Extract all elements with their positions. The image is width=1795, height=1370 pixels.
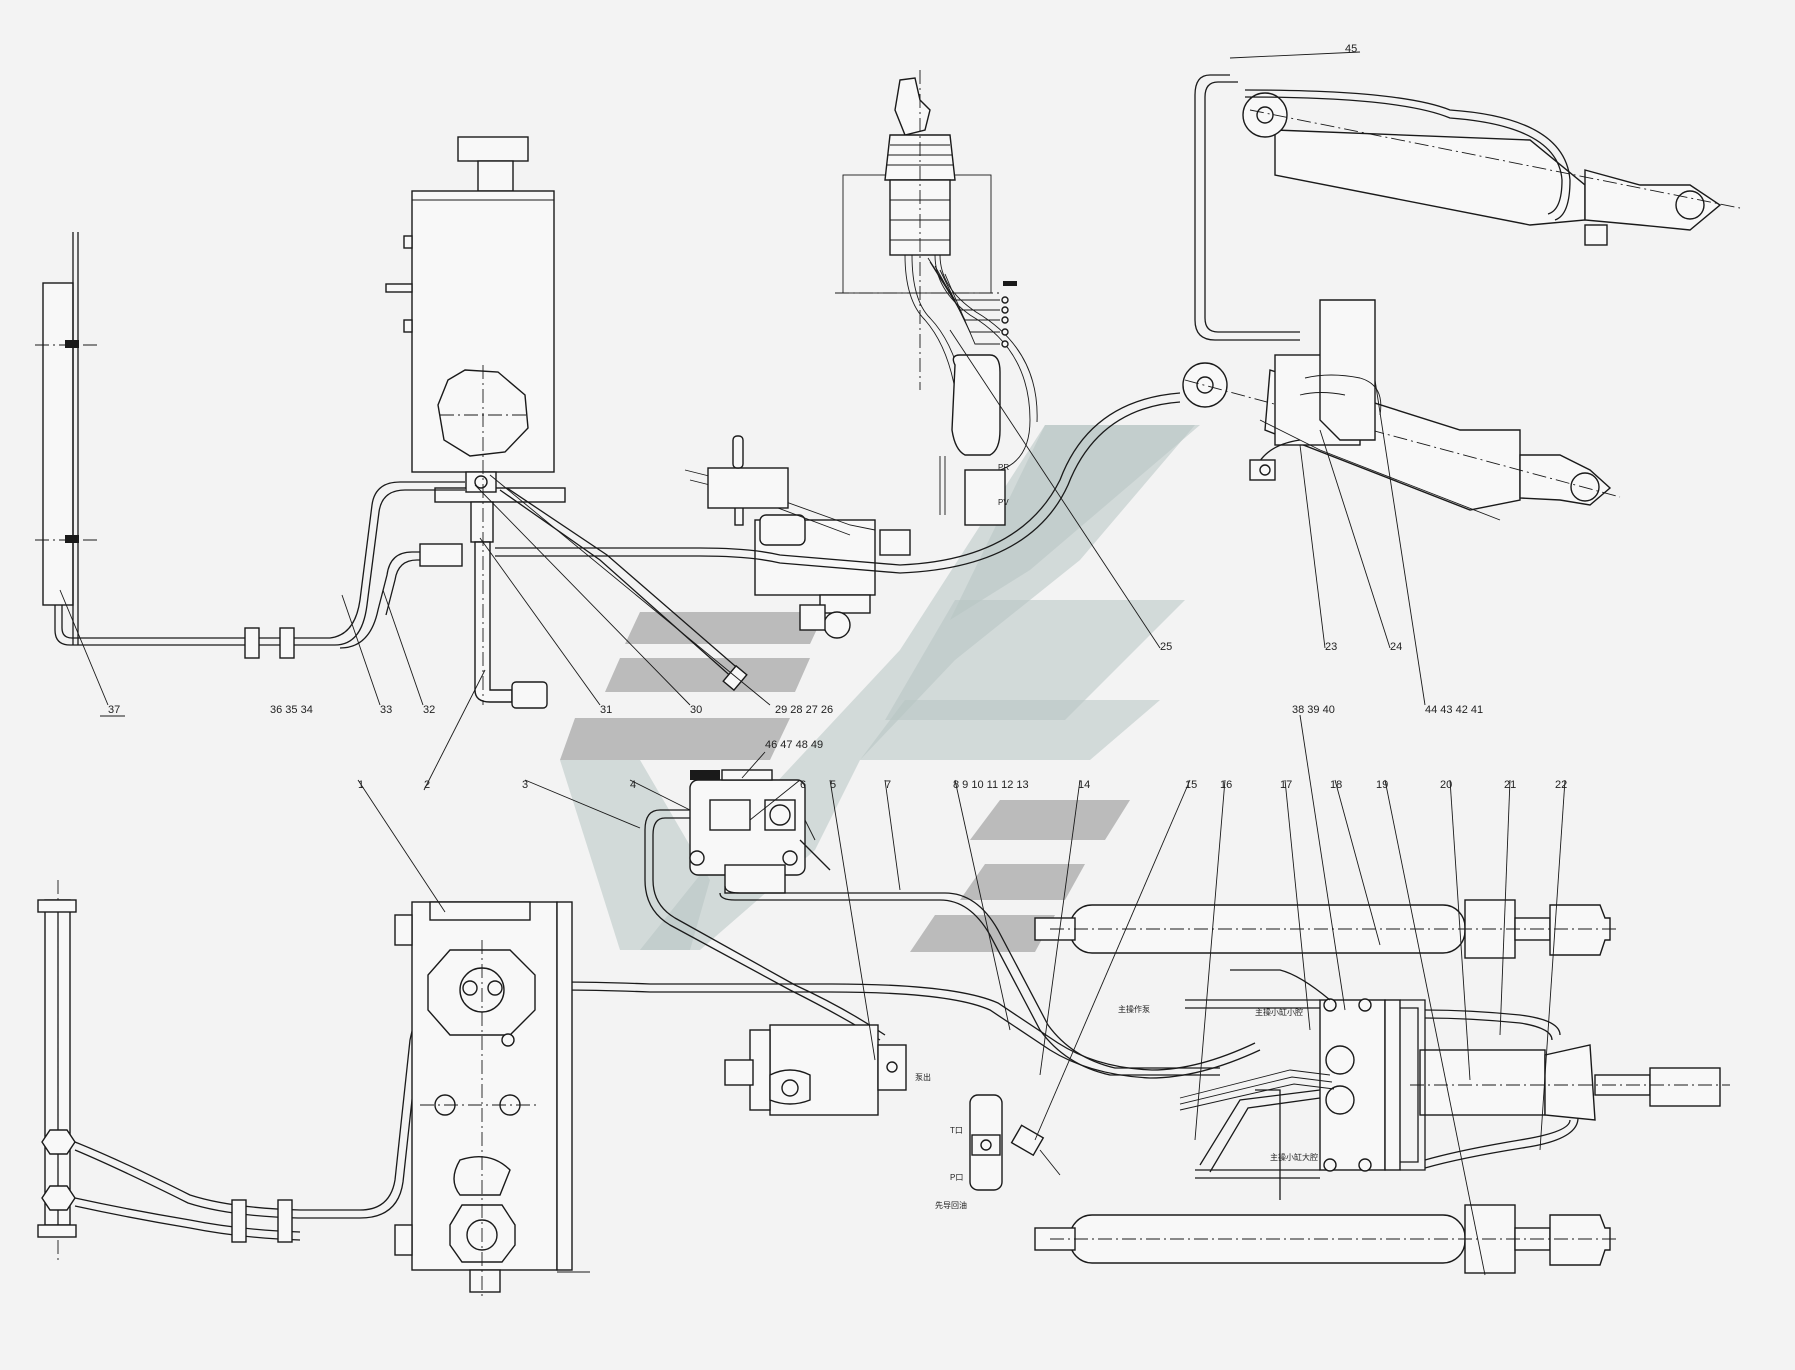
pump-note: 泵出 [915,1072,931,1082]
multi-way-valve [689,769,816,894]
hydraulic-tank-bottom [394,901,590,1300]
callout-33: 33 [380,704,392,716]
main-pump-note: 主操作泵 [1118,1004,1150,1014]
valve-lines [559,809,1261,1079]
steering-cylinder [1410,1044,1730,1121]
bottom-return-lines [74,989,451,1243]
top-cooler-panel [35,232,245,646]
callout-19: 19 [1376,779,1388,791]
callout-2: 2 [424,779,430,791]
leader-lines [59,329,1566,1276]
callout-22: 22 [1555,779,1567,791]
lift-cylinder-lower [1034,1204,1620,1274]
p-port-label: P口 [950,1173,963,1182]
big-cyl-note: 主操小缸大腔 [1270,1152,1318,1162]
callout-23: 23 [1325,641,1337,653]
main-pump-group [684,435,911,639]
callout-5: 5 [830,779,836,791]
upper-boom-cylinder [1194,51,1741,341]
callout-1: 1 [358,779,364,791]
callout-labels: 37 36 35 34 33 32 31 30 29 28 27 26 25 2… [100,43,1567,1014]
watermark-logo [560,425,1200,952]
callout-6: 6 [800,779,806,791]
lower-boom-cylinder [1182,299,1621,521]
callout-16: 16 [1220,779,1232,791]
callout-37: 37 [108,704,120,716]
tank-suction-lines [244,481,465,659]
t-port-label: T口 [950,1126,963,1135]
small-cyl-note: 主操小缸小腔 [1255,1007,1303,1017]
callout-46-49: 46 47 48 49 [765,739,823,751]
callout-20: 20 [1440,779,1452,791]
bottom-cooler-frame [37,880,77,1260]
hydraulic-tank-top [385,136,566,709]
callout-21: 21 [1504,779,1516,791]
callout-38-40: 38 39 40 [1292,704,1335,716]
callout-24: 24 [1390,641,1402,653]
travel-motor: 泵出 [724,1024,931,1116]
callout-17: 17 [1280,779,1292,791]
callout-25: 25 [1160,641,1172,653]
drain-note: 先导回油 [935,1200,967,1210]
pr-label: PR [998,463,1009,472]
callout-36-34: 36 35 34 [270,704,313,716]
callout-8-13: 8 9 10 11 12 13 [953,779,1029,791]
callout-45: 45 [1345,43,1357,55]
lift-cylinder-upper [1034,899,1620,959]
pilot-valve-small: T口 P口 先导回油 [935,1094,1061,1210]
callout-14: 14 [1078,779,1090,791]
callout-3: 3 [522,779,528,791]
callout-30: 30 [690,704,702,716]
callout-7: 7 [885,779,891,791]
callout-29-26: 29 28 27 26 [775,704,833,716]
pressure-line-to-boom [495,392,1181,692]
callout-44-41: 44 43 42 41 [1425,704,1483,716]
callout-4: 4 [630,779,636,791]
callout-32: 32 [423,704,435,716]
callout-18: 18 [1330,779,1342,791]
callout-31: 31 [600,704,612,716]
pv-label: PV [998,498,1009,507]
callout-15: 15 [1185,779,1197,791]
pilot-joystick: PR PV [835,70,1038,526]
